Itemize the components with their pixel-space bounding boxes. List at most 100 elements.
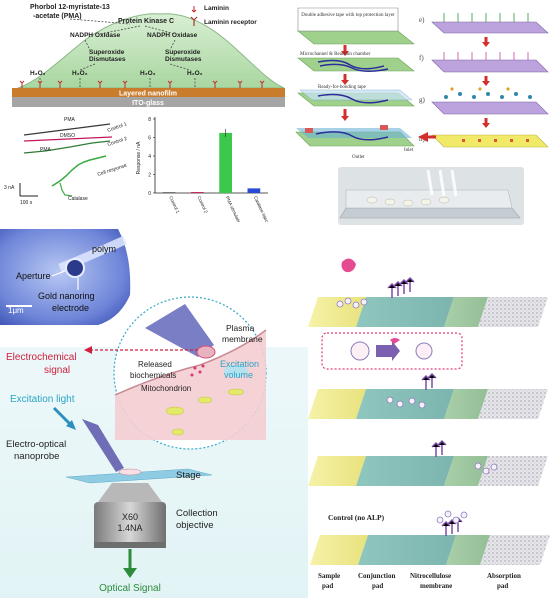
h2o2-label-4: H₂O₂ <box>187 70 203 77</box>
scale-s-label: 100 s <box>20 200 33 206</box>
plasma-label: Plasma <box>226 323 255 333</box>
laminin-legend-icon <box>191 6 197 13</box>
electrochemical-signal-label: signal <box>44 365 70 376</box>
step-b: Microchannel & Reaction chamber <box>297 52 415 72</box>
trace-pma-label: PMA <box>64 117 76 123</box>
ytick-label: 4 <box>148 154 151 160</box>
inset-box <box>321 332 463 370</box>
excitation-volume-label: Excitation <box>220 359 259 369</box>
step-d: Outlet Inlet <box>295 125 415 160</box>
nitro-label: Nitrocellulose <box>410 572 451 580</box>
panel-c-nanoprobe: 1μm Aperture Gold nanoring electrode pol… <box>0 222 308 598</box>
bar-chart-ylabel: Response / nA <box>136 141 142 174</box>
sem-image: 1μm Aperture Gold nanoring electrode pol… <box>0 229 131 325</box>
excitation-volume-label-2: volume <box>224 370 253 380</box>
inlet-label: Inlet <box>404 148 414 153</box>
absorption-label: Absorption <box>487 572 521 580</box>
bar-category-label: Control 1 <box>168 195 180 214</box>
panel-b-fabrication: Double adhesive tape with top protection… <box>295 7 549 225</box>
strip-1-nanoparticles <box>336 297 368 309</box>
bar-2 <box>219 132 232 193</box>
electro-optical-label: Electro-optical <box>6 439 66 450</box>
strip-4 <box>310 510 550 565</box>
collection-label: Collection <box>176 508 218 519</box>
objective-label: objective <box>176 520 214 531</box>
alp-enzyme-icon <box>341 258 356 273</box>
bar-0 <box>162 192 176 193</box>
dismutases-label-left: Dismutases <box>89 56 126 63</box>
step-e: e) <box>419 13 549 34</box>
trace-cell-label: Cell response <box>97 163 128 178</box>
trace-catalase-drop <box>59 182 73 197</box>
conjunction-label: Conjunction <box>358 572 395 580</box>
trace-pma-label-2: PMA <box>40 147 52 153</box>
bar-1 <box>191 192 204 193</box>
step-h: h) <box>419 134 549 148</box>
nadph-label-right: NADPH Oxidase <box>147 32 198 39</box>
stage-label: Stage <box>176 470 201 481</box>
trace-control1 <box>23 123 111 136</box>
nadph-label-left: NADPH Oxidase <box>70 32 121 39</box>
aperture-label: Aperture <box>16 271 51 281</box>
sample-pad-label: pad <box>322 582 333 590</box>
mito-label: Mitochondrion <box>141 384 191 393</box>
dismutases-label-right: Dismutases <box>165 56 202 63</box>
control-label: Control (no ALP) <box>328 513 385 522</box>
micro-label: Microchannel & Reaction chamber <box>300 52 371 57</box>
panel-d-lateral-flow: Control (no ALP) Sample pad Conjunction … <box>308 258 550 590</box>
strip-2 <box>308 372 548 419</box>
outlet-label: Outlet <box>352 155 365 160</box>
strip-1 <box>308 276 548 327</box>
bar-3 <box>247 188 261 193</box>
objective-na-label: 1.4NA <box>117 523 142 533</box>
h2o2-label-1: H₂O₂ <box>30 70 46 77</box>
bar-chart-bars <box>162 128 261 193</box>
pma-label-2: -acetate (PMA) <box>33 13 82 20</box>
polymer-label: polym <box>92 244 116 254</box>
ytick-label: 8 <box>148 117 151 123</box>
laminin-receptor-legend-label: Laminin receptor <box>204 19 257 26</box>
strip-3 <box>308 439 548 486</box>
strip-1-antibodies <box>387 276 415 298</box>
panel-a-traces: PMA DMSO PMA Control 1 Control 2 Cell re… <box>4 117 128 206</box>
pad-labels: Sample pad Conjunction pad Nitrocellulos… <box>318 572 521 590</box>
trace-control2 <box>23 136 113 142</box>
ready-label: Ready-for-bonding tape <box>318 85 367 90</box>
h2o2-label-3: H₂O₂ <box>140 70 156 77</box>
h2o2-label-2: H₂O₂ <box>72 70 88 77</box>
step-f-label: f) <box>419 54 424 62</box>
trace-dmso-label: DMSO <box>60 133 75 139</box>
scale-na-label: 3 nA <box>4 185 15 191</box>
excitation-light-label: Excitation light <box>10 394 75 405</box>
layered-nanofilm-layer <box>12 88 285 97</box>
trace-catalase-label: Catalase <box>68 196 88 202</box>
conjunction-pad-label: pad <box>372 582 383 590</box>
objective-mag-label: X60 <box>122 512 138 522</box>
gold-nanoring-label: Gold nanoring <box>38 291 95 301</box>
ytick-label: 2 <box>148 173 151 179</box>
ytick-label: 6 <box>148 136 151 142</box>
trace-cell-response <box>51 155 107 187</box>
excitation-light: Excitation light <box>10 394 76 430</box>
biochemicals-label: biochemicals <box>130 371 176 380</box>
ito-glass-label: ITO-glass <box>132 100 164 107</box>
gold-electrode-label: electrode <box>52 303 89 313</box>
pma-label: Phorbol 12-myristate-13 <box>30 4 110 11</box>
step-a: Double adhesive tape with top protection… <box>297 7 415 45</box>
layered-nanofilm-label: Layered nanofilm <box>119 91 177 98</box>
electrochemical-label: Electrochemical <box>6 352 77 363</box>
tape-label-1: Double adhesive tape with top protection… <box>301 13 395 18</box>
step-e-label: e) <box>419 16 425 24</box>
sample-label: Sample <box>318 572 340 580</box>
bar-category-label: Control 2 <box>196 195 208 214</box>
ito-glass-layer <box>12 97 285 107</box>
trace-pma <box>23 140 111 154</box>
panel-a-cell-schematic: Layered nanofilm ITO-glass Phorbol 12-my… <box>12 4 285 107</box>
laminin-legend-label: Laminin <box>204 5 229 12</box>
microscope-setup: Electro-optical nanoprobe Stage X60 1.4N… <box>6 419 218 594</box>
pkc-label: Protein Kinase C <box>118 18 174 25</box>
sem-scalebar-label: 1μm <box>8 306 24 315</box>
absorption-pad-label: pad <box>497 582 508 590</box>
